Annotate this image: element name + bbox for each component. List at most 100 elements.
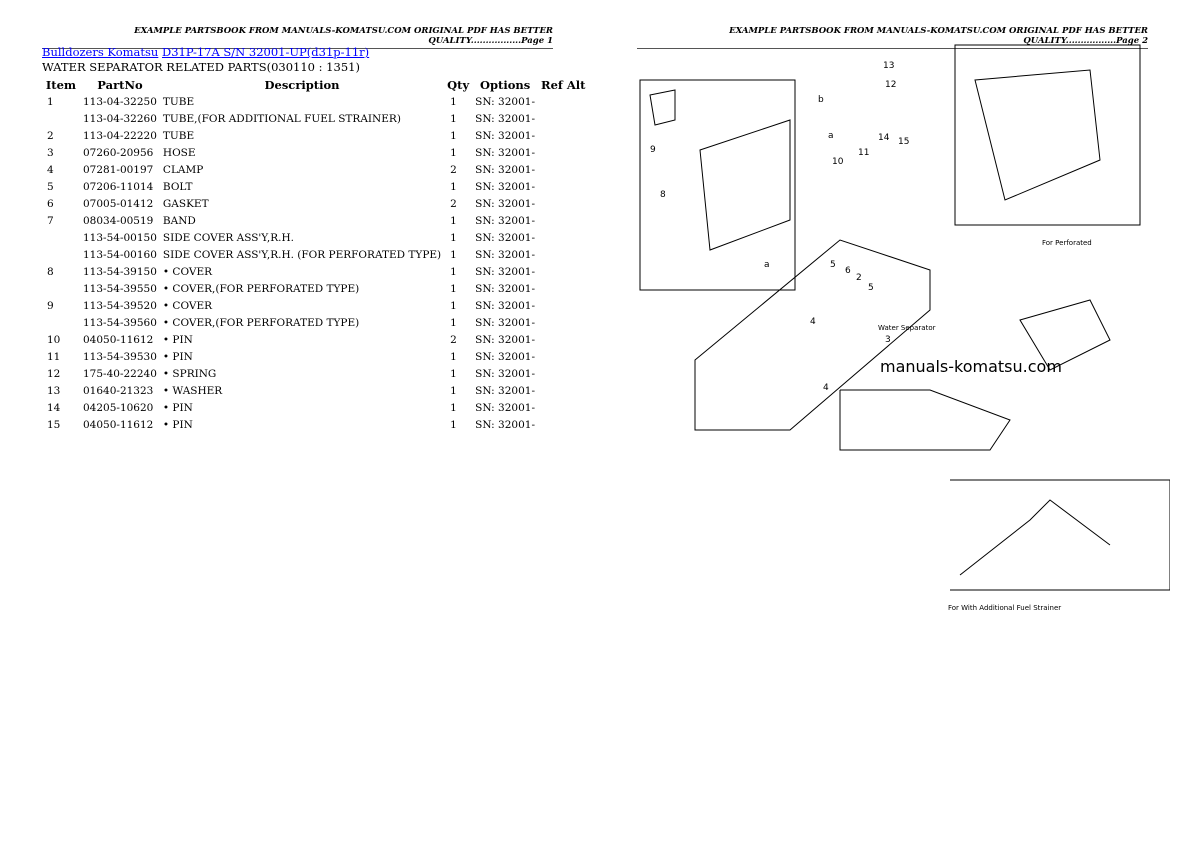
table-cell bbox=[538, 280, 588, 297]
table-cell bbox=[538, 178, 588, 195]
table-cell: SN: 32001- bbox=[475, 299, 536, 312]
table-cell bbox=[538, 246, 588, 263]
table-cell bbox=[42, 110, 80, 127]
svg-text:5: 5 bbox=[868, 283, 874, 293]
model-link[interactable]: D31P-17A S/N 32001-UP(d31p-11r) bbox=[161, 45, 370, 59]
table-cell: 1 bbox=[450, 248, 457, 261]
table-cell: 1 bbox=[450, 367, 457, 380]
table-cell: • PIN bbox=[162, 350, 193, 363]
table-cell: SN: 32001- bbox=[475, 146, 536, 159]
svg-text:2: 2 bbox=[856, 273, 862, 283]
label-perforated: For Perforated bbox=[1042, 239, 1092, 247]
table-cell: 1 bbox=[450, 401, 457, 414]
table-cell: SN: 32001- bbox=[475, 265, 536, 278]
column-header: Options bbox=[479, 77, 531, 92]
table-cell: • PIN bbox=[162, 401, 193, 414]
table-cell bbox=[538, 263, 588, 280]
svg-text:4: 4 bbox=[823, 383, 829, 393]
table-cell: • PIN bbox=[162, 333, 193, 346]
svg-text:8: 8 bbox=[660, 190, 666, 200]
fuel-tank-drawing bbox=[1019, 299, 1111, 371]
table-cell: 01640-21323 bbox=[83, 384, 154, 397]
table-cell: 113-04-22220 bbox=[83, 129, 157, 142]
table-cell bbox=[538, 161, 588, 178]
table-cell bbox=[538, 144, 588, 161]
table-cell: 04050-11612 bbox=[83, 333, 154, 346]
diagram-frame-perforated bbox=[954, 44, 1141, 226]
svg-text:9: 9 bbox=[650, 145, 656, 155]
table-cell: 13 bbox=[47, 384, 61, 397]
table-cell: • COVER bbox=[162, 265, 213, 278]
table-cell: • PIN bbox=[162, 418, 193, 431]
table-cell: TUBE bbox=[162, 95, 195, 108]
table-cell bbox=[538, 399, 588, 416]
table-row: 113-54-39550• COVER,(FOR PERFORATED TYPE… bbox=[42, 280, 588, 297]
category-link[interactable]: Bulldozers Komatsu bbox=[42, 45, 159, 59]
table-cell: 8 bbox=[47, 265, 54, 278]
table-cell: SN: 32001- bbox=[475, 248, 536, 261]
label-strainer: For With Additional Fuel Strainer bbox=[948, 604, 1061, 612]
table-cell: SN: 32001- bbox=[475, 316, 536, 329]
table-cell: GASKET bbox=[162, 197, 209, 210]
table-cell: 2 bbox=[450, 333, 457, 346]
table-cell bbox=[538, 331, 588, 348]
table-cell: 113-54-39560 bbox=[83, 316, 157, 329]
svg-text:10: 10 bbox=[832, 157, 844, 167]
svg-text:a: a bbox=[828, 131, 834, 141]
table-cell: • COVER,(FOR PERFORATED TYPE) bbox=[162, 316, 360, 329]
svg-text:11: 11 bbox=[858, 148, 869, 158]
table-cell: SIDE COVER ASS'Y,R.H. (FOR PERFORATED TY… bbox=[162, 248, 442, 261]
table-cell: 1 bbox=[47, 95, 54, 108]
table-cell bbox=[538, 212, 588, 229]
table-cell bbox=[538, 382, 588, 399]
table-cell: 113-04-32260 bbox=[83, 112, 157, 125]
table-cell: 1 bbox=[450, 282, 457, 295]
table-cell: SN: 32001- bbox=[475, 333, 536, 346]
svg-text:a: a bbox=[764, 260, 770, 270]
table-cell: BOLT bbox=[162, 180, 193, 193]
tube-drawing bbox=[839, 389, 1011, 451]
table-cell bbox=[538, 93, 588, 110]
column-header: Description bbox=[264, 77, 340, 92]
table-cell: 113-54-39550 bbox=[83, 282, 157, 295]
table-cell: SN: 32001- bbox=[475, 367, 536, 380]
table-cell: 113-04-32250 bbox=[83, 95, 157, 108]
table-cell: 1 bbox=[450, 214, 457, 227]
table-cell: 04205-10620 bbox=[83, 401, 154, 414]
table-cell: 113-54-39150 bbox=[83, 265, 157, 278]
table-cell: • WASHER bbox=[162, 384, 223, 397]
table-cell: 1 bbox=[450, 418, 457, 431]
table-cell: 07281-00197 bbox=[83, 163, 154, 176]
diagram-frame-strainer bbox=[950, 479, 1170, 591]
table-cell bbox=[538, 110, 588, 127]
svg-text:13: 13 bbox=[883, 61, 894, 71]
table-cell: 1 bbox=[450, 146, 457, 159]
table-cell: 1 bbox=[450, 384, 457, 397]
page-header-left: EXAMPLE PARTSBOOK FROM MANUALS-KOMATSU.C… bbox=[42, 26, 553, 49]
table-cell: 1 bbox=[450, 350, 457, 363]
table-cell: 04050-11612 bbox=[83, 418, 154, 431]
table-cell: 113-54-00150 bbox=[83, 231, 157, 244]
table-cell: 2 bbox=[47, 129, 54, 142]
table-cell: SN: 32001- bbox=[475, 350, 536, 363]
table-cell bbox=[42, 246, 80, 263]
perforated-cover-drawing bbox=[974, 69, 1101, 201]
table-cell: SN: 32001- bbox=[475, 95, 536, 108]
table-cell: 7 bbox=[47, 214, 54, 227]
table-cell: 07005-01412 bbox=[83, 197, 154, 210]
svg-text:12: 12 bbox=[885, 80, 896, 90]
table-cell: 1 bbox=[450, 231, 457, 244]
table-cell bbox=[538, 314, 588, 331]
table-cell bbox=[538, 416, 588, 433]
watermark: manuals-komatsu.com bbox=[880, 357, 1062, 376]
svg-text:14: 14 bbox=[878, 133, 890, 143]
table-cell: SN: 32001- bbox=[475, 401, 536, 414]
table-cell bbox=[42, 314, 80, 331]
column-header: Qty bbox=[447, 77, 470, 92]
column-header: PartNo bbox=[97, 77, 143, 92]
